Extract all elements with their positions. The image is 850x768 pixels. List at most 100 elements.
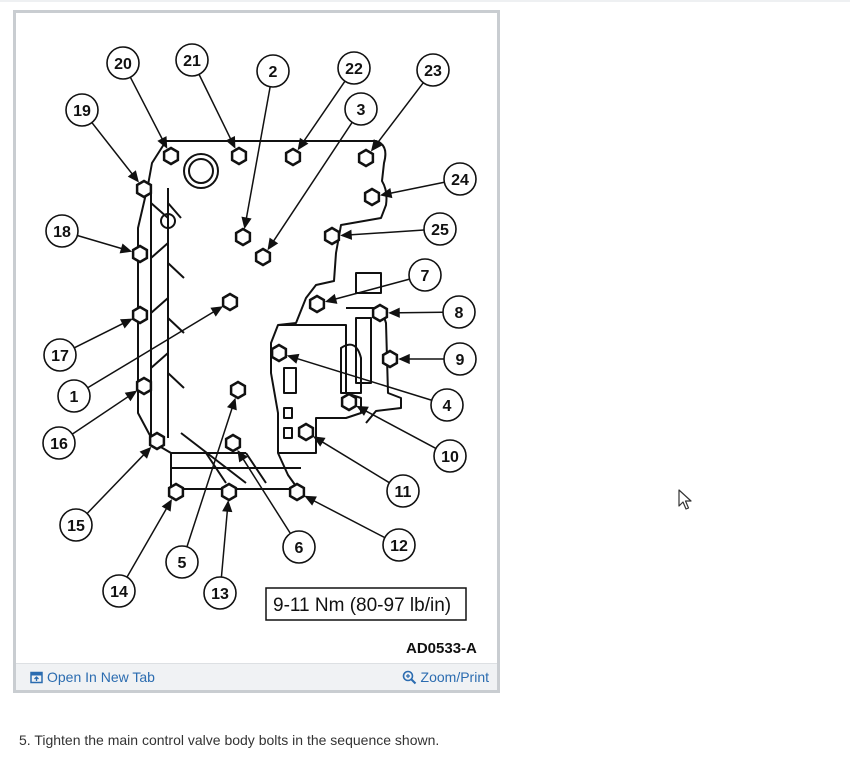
bolt-15 <box>148 431 166 451</box>
bolt-17 <box>131 305 149 325</box>
arrowhead-13 <box>222 500 233 513</box>
arrowhead-6 <box>237 449 248 463</box>
callout-circle-25 <box>423 212 457 246</box>
open-in-new-tab-label: Open In New Tab <box>47 669 155 685</box>
leader-line-2 <box>244 86 271 228</box>
bolt-4 <box>270 343 288 363</box>
callout-number-19: 19 <box>73 103 91 120</box>
arrowhead-8 <box>388 307 400 318</box>
mouse-pointer-icon <box>678 489 692 510</box>
callout-circle-19 <box>65 93 99 127</box>
callout-number-18: 18 <box>53 224 71 241</box>
callout-circle-3 <box>344 92 378 126</box>
callout-circle-8 <box>442 295 476 329</box>
valve-body-bolt-sequence-diagram: 9-11 Nm (80-97 lb/in) AD0533-A 123456789… <box>42 43 477 657</box>
figure-toolbar: Open In New Tab Zoom/Print <box>16 663 497 690</box>
bolt-5 <box>229 380 247 400</box>
leader-line-1 <box>87 306 222 389</box>
arrowhead-5 <box>226 397 237 411</box>
arrowhead-16 <box>124 390 138 402</box>
top-divider <box>0 0 850 2</box>
arrowhead-18 <box>119 243 133 254</box>
callout-circle-6 <box>282 530 316 564</box>
arrowhead-15 <box>139 446 152 459</box>
callout-circle-18 <box>45 214 79 248</box>
zoom-print-label: Zoom/Print <box>420 669 489 685</box>
leader-line-7 <box>326 278 410 303</box>
callout-number-5: 5 <box>178 555 187 572</box>
callout-number-13: 13 <box>211 586 229 603</box>
callout-number-22: 22 <box>345 61 363 78</box>
callout-number-15: 15 <box>67 518 85 535</box>
callout-number-2: 2 <box>269 64 278 81</box>
arrowhead-12 <box>304 495 317 506</box>
leader-line-21 <box>198 74 236 148</box>
arrowhead-17 <box>120 318 133 329</box>
bolt-2 <box>234 227 252 247</box>
callout-circle-13 <box>203 576 237 610</box>
open-in-new-tab-link[interactable]: Open In New Tab <box>30 669 155 685</box>
arrowhead-3 <box>267 237 279 251</box>
callout-number-1: 1 <box>70 389 79 406</box>
leader-line-25 <box>341 229 425 237</box>
arrowhead-25 <box>340 229 353 240</box>
leader-line-23 <box>371 82 424 151</box>
torque-spec-label: 9-11 Nm (80-97 lb/in) <box>273 595 451 616</box>
callout-number-8: 8 <box>455 305 464 322</box>
bolt-14 <box>167 482 185 502</box>
arrowhead-14 <box>161 499 172 512</box>
callout-circle-21 <box>175 43 209 77</box>
callout-circle-4 <box>430 388 464 422</box>
bolt-20 <box>162 146 180 166</box>
bolt-18 <box>131 244 149 264</box>
arrowhead-4 <box>286 353 300 364</box>
arrowhead-10 <box>356 405 369 416</box>
arrowhead-23 <box>370 139 383 152</box>
leader-line-15 <box>86 447 151 515</box>
callout-number-11: 11 <box>395 484 412 501</box>
callout-circle-9 <box>443 342 477 376</box>
leader-line-14 <box>126 500 172 578</box>
bolt-12 <box>288 482 306 502</box>
callout-number-4: 4 <box>443 398 452 415</box>
callout-number-7: 7 <box>421 268 430 285</box>
callout-circle-2 <box>256 54 290 88</box>
torque-spec-box <box>265 587 467 621</box>
arrowhead-24 <box>379 187 393 199</box>
arrowhead-2 <box>241 216 252 229</box>
leader-line-10 <box>357 406 437 450</box>
bolt-8 <box>371 303 389 323</box>
bolt-24 <box>363 187 381 207</box>
instruction-caption: 5. Tighten the main control valve body b… <box>19 732 440 748</box>
bolt-25 <box>323 226 341 246</box>
callout-circle-11 <box>386 474 420 508</box>
zoom-print-link[interactable]: Zoom/Print <box>402 669 489 685</box>
leader-line-16 <box>71 390 137 435</box>
leader-line-19 <box>91 122 139 182</box>
callout-number-10: 10 <box>441 449 459 466</box>
callout-number-23: 23 <box>424 63 442 80</box>
arrowhead-21 <box>225 135 236 149</box>
arrowhead-9 <box>398 353 410 365</box>
leader-line-4 <box>288 355 432 401</box>
leader-line-11 <box>314 436 390 484</box>
callout-number-24: 24 <box>451 172 469 189</box>
zoom-icon <box>402 670 416 684</box>
leader-line-6 <box>237 451 292 534</box>
callout-circle-24 <box>443 162 477 196</box>
callout-number-17: 17 <box>51 348 69 365</box>
leader-line-20 <box>129 76 168 148</box>
arrowhead-20 <box>157 136 168 149</box>
leader-line-13 <box>220 501 229 578</box>
arrowhead-7 <box>324 293 338 304</box>
callout-circle-20 <box>106 46 140 80</box>
leader-line-3 <box>267 121 353 250</box>
callout-circle-17 <box>43 338 77 372</box>
bolt-19 <box>135 179 153 199</box>
callout-circle-1 <box>57 379 91 413</box>
bolt-22 <box>284 147 302 167</box>
callout-number-21: 21 <box>183 53 201 70</box>
arrowhead-11 <box>312 436 326 447</box>
